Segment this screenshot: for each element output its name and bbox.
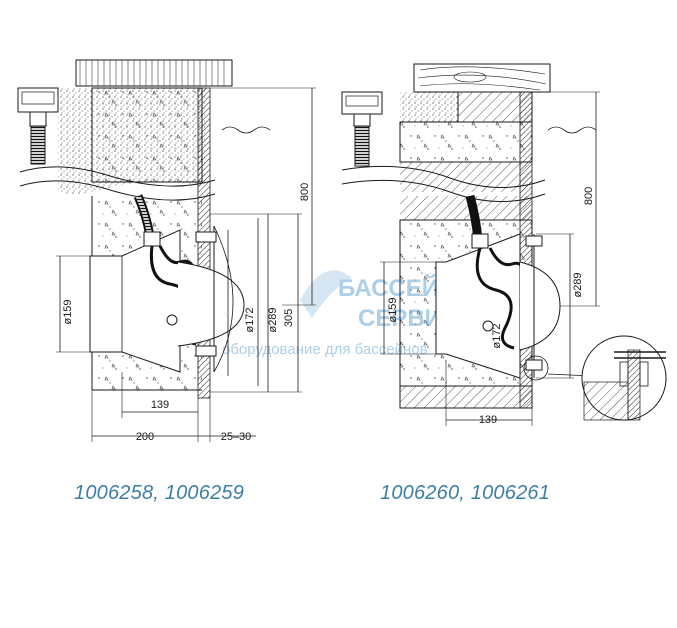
dim-right-d172: ø172 (491, 323, 503, 348)
dim-left-25-30: 25–30 (221, 431, 252, 443)
diagram-right (341, 63, 667, 426)
skimmer-pipe-right (354, 125, 370, 167)
power-cable-right (475, 247, 515, 350)
lamp-lens-right (519, 261, 561, 351)
dim-right-d159: ø159 (387, 297, 399, 322)
dim-left-200: 200 (136, 431, 154, 443)
watermark-line3: оборудование для бассейнов (222, 341, 428, 358)
dim-left-d159: ø159 (62, 299, 74, 324)
dim-right-800: 800 (583, 187, 595, 205)
skimmer-box (17, 87, 59, 113)
diagram-left (17, 59, 316, 442)
dim-right-139: 139 (479, 414, 497, 426)
skimmer-box-right (341, 91, 383, 115)
coping-stone (75, 59, 233, 87)
dim-left-800: 800 (299, 183, 311, 201)
lamp-lens (177, 261, 245, 347)
dim-left-305: 305 (283, 309, 295, 327)
skimmer-pipe (30, 125, 46, 165)
caption-left: 1006258, 1006259 (74, 482, 245, 504)
dim-left-139: 139 (151, 399, 169, 411)
concrete-right-upper (399, 121, 533, 163)
caption-right: 1006260, 1006261 (380, 482, 551, 504)
concrete-wall-upper (91, 87, 203, 183)
dim-left-d289: ø289 (267, 307, 279, 332)
dim-right-d289: ø289 (572, 272, 584, 297)
wooden-deck (413, 63, 551, 93)
dim-left-d172: ø172 (244, 307, 256, 332)
cable-gland (143, 231, 161, 247)
